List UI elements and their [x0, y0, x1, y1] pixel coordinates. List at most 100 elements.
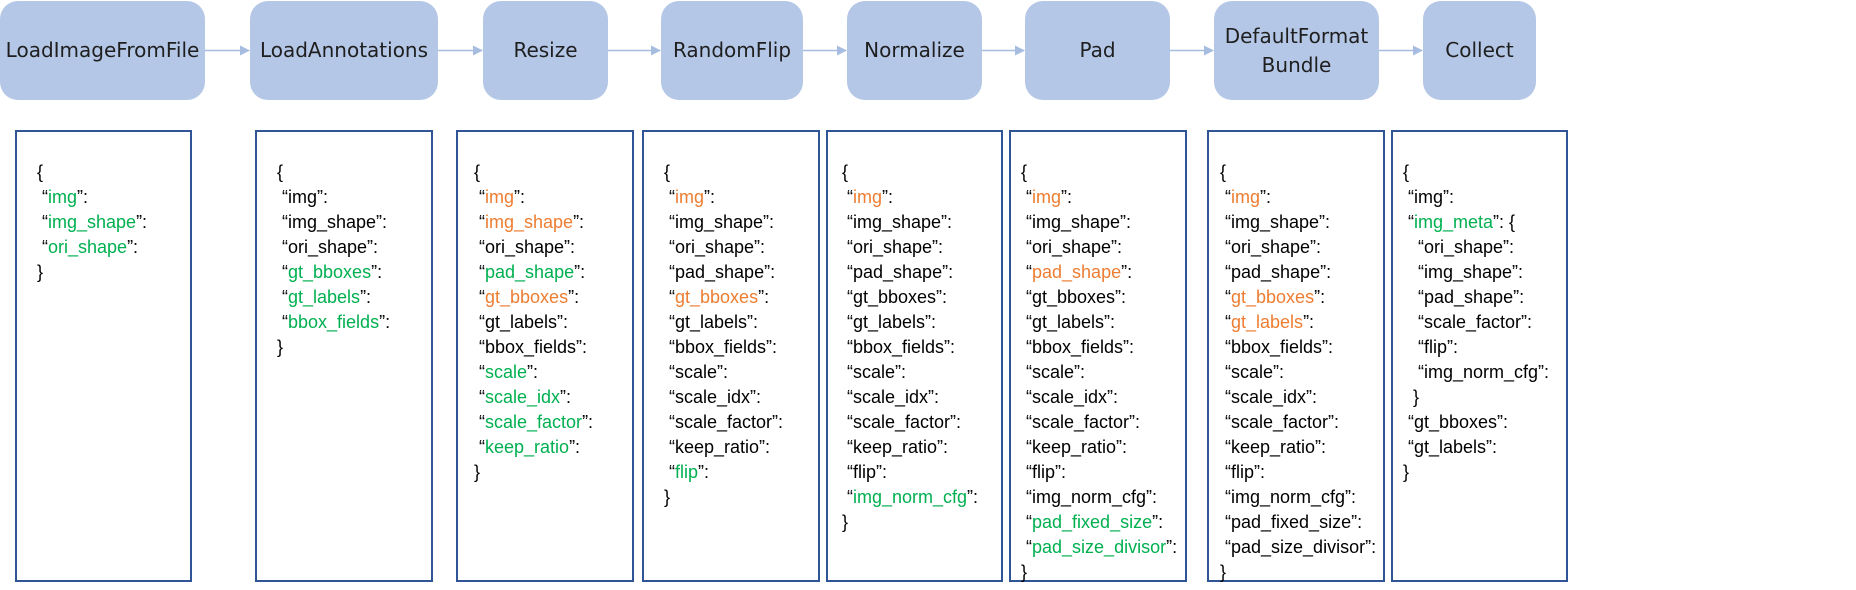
dict-line: “scale_factor”: [842, 410, 1001, 435]
panel-pad: { “img”: “img_shape”: “ori_shape”: “pad_… [1009, 130, 1187, 582]
key-text: ”: [360, 287, 372, 307]
dict-line: “bbox_fields”: [277, 310, 431, 335]
dict-line: { [37, 160, 190, 185]
dict-line: “img”: [842, 185, 1001, 210]
added-key: img_norm_cfg [853, 487, 968, 507]
modified-key: img [1032, 187, 1062, 207]
key-text: { [664, 162, 671, 182]
dict-line: “img”: [664, 185, 818, 210]
key-text: “img_shape”: [664, 212, 775, 232]
dict-line: “ori_shape”: [474, 235, 632, 260]
key-text: “bbox_fields”: [1021, 337, 1135, 357]
key-text: ”: [560, 387, 572, 407]
key-text: ”: [574, 262, 586, 282]
key-text: { [842, 162, 849, 182]
modified-key: pad_shape [1032, 262, 1122, 282]
dict-line: “img_shape”: [37, 210, 190, 235]
key-text: ”: [1314, 287, 1326, 307]
dict-line: “img_norm_cfg”: [1403, 360, 1566, 385]
key-text: “ [474, 287, 485, 307]
dict-line: “bbox_fields”: [664, 335, 818, 360]
key-text: ”: [758, 287, 770, 307]
dict-line: } [1403, 460, 1566, 485]
dict-line: “gt_labels”: [474, 310, 632, 335]
dict-line: “keep_ratio”: [1220, 435, 1383, 460]
dict-line: “gt_labels”: [1021, 310, 1185, 335]
dict-line: “scale”: [842, 360, 1001, 385]
key-text: } [474, 462, 481, 482]
key-text: “pad_shape”: [1220, 262, 1332, 282]
key-text: “flip”: [1021, 462, 1066, 482]
key-text: “img_shape”: [1021, 212, 1132, 232]
stage-load-image-from-file: LoadImageFromFile [0, 1, 205, 100]
stage-collect: Collect [1423, 1, 1536, 100]
key-text: “ [1021, 187, 1032, 207]
stage-random-flip: RandomFlip [661, 1, 803, 100]
dict-line: “img_meta”: { [1403, 210, 1566, 235]
stage-load-annotations: LoadAnnotations [250, 1, 438, 100]
dict-line: “flip”: [1021, 460, 1185, 485]
dict-line: “img_shape”: [1220, 210, 1383, 235]
panel-normalize: { “img”: “img_shape”: “ori_shape”: “pad_… [826, 130, 1003, 582]
pipeline-arrows [205, 45, 1423, 56]
dict-line: { [1220, 160, 1383, 185]
key-text: “img_norm_cfg”: [1021, 487, 1158, 507]
key-text: “pad_shape”: [664, 262, 776, 282]
modified-key: img [485, 187, 515, 207]
key-text: “ori_shape”: [664, 237, 766, 257]
key-text: ”: [569, 437, 581, 457]
key-text: “ [1021, 262, 1032, 282]
key-text: } [277, 337, 284, 357]
key-text: “scale”: [1220, 362, 1285, 382]
key-text: “img_shape”: [1220, 212, 1331, 232]
dict-line: { [277, 160, 431, 185]
dict-line: } [474, 460, 632, 485]
dict-line: “gt_labels”: [1403, 435, 1566, 460]
added-key: ori_shape [48, 237, 128, 257]
key-text: ”: [1260, 187, 1272, 207]
key-text: “img_shape”: [842, 212, 953, 232]
key-text: } [37, 262, 44, 282]
dict-line: “scale_idx”: [474, 385, 632, 410]
modified-key: gt_bboxes [485, 287, 569, 307]
stage-label: RandomFlip [672, 38, 792, 62]
dict-line: “gt_bboxes”: [1220, 285, 1383, 310]
dict-line: { [842, 160, 1001, 185]
dict-line: “gt_labels”: [842, 310, 1001, 335]
key-text: { [1403, 162, 1410, 182]
panel-random-flip: { “img”: “img_shape”: “ori_shape”: “pad_… [642, 130, 820, 582]
key-text: “ori_shape”: [1403, 237, 1515, 257]
key-text: “scale_factor”: [1021, 412, 1141, 432]
key-text: } [664, 487, 671, 507]
dict-line: “img”: [1403, 185, 1566, 210]
added-key: img_meta [1414, 212, 1494, 232]
dict-line: } [1021, 560, 1185, 585]
key-text: “img_shape”: [1403, 262, 1524, 282]
key-text: “ [37, 187, 48, 207]
added-key: img_shape [48, 212, 137, 232]
key-text: ”: [379, 312, 391, 332]
key-text: “gt_bboxes”: [1403, 412, 1509, 432]
added-key: keep_ratio [485, 437, 570, 457]
dict-line: “scale_factor”: [1220, 410, 1383, 435]
dict-line: “img_shape”: [842, 210, 1001, 235]
panel-resize: { “img”: “img_shape”: “ori_shape”: “pad_… [456, 130, 634, 582]
key-text: “gt_bboxes”: [842, 287, 948, 307]
dict-line: “scale”: [474, 360, 632, 385]
dict-line: “flip”: [1220, 460, 1383, 485]
dict-line: “keep_ratio”: [842, 435, 1001, 460]
key-text: “ [474, 262, 485, 282]
dict-line: “gt_bboxes”: [277, 260, 431, 285]
key-text: ”: [1303, 312, 1315, 332]
key-text: ”: [882, 187, 894, 207]
key-text: “ [1021, 512, 1032, 532]
key-text: ”: [136, 212, 148, 232]
added-key: gt_bboxes [288, 262, 372, 282]
key-text: ”: [1121, 262, 1133, 282]
dict-line: { [474, 160, 632, 185]
key-text: “ [277, 312, 288, 332]
dict-line: “pad_shape”: [474, 260, 632, 285]
key-text: “ [842, 487, 853, 507]
added-key: scale_factor [485, 412, 583, 432]
